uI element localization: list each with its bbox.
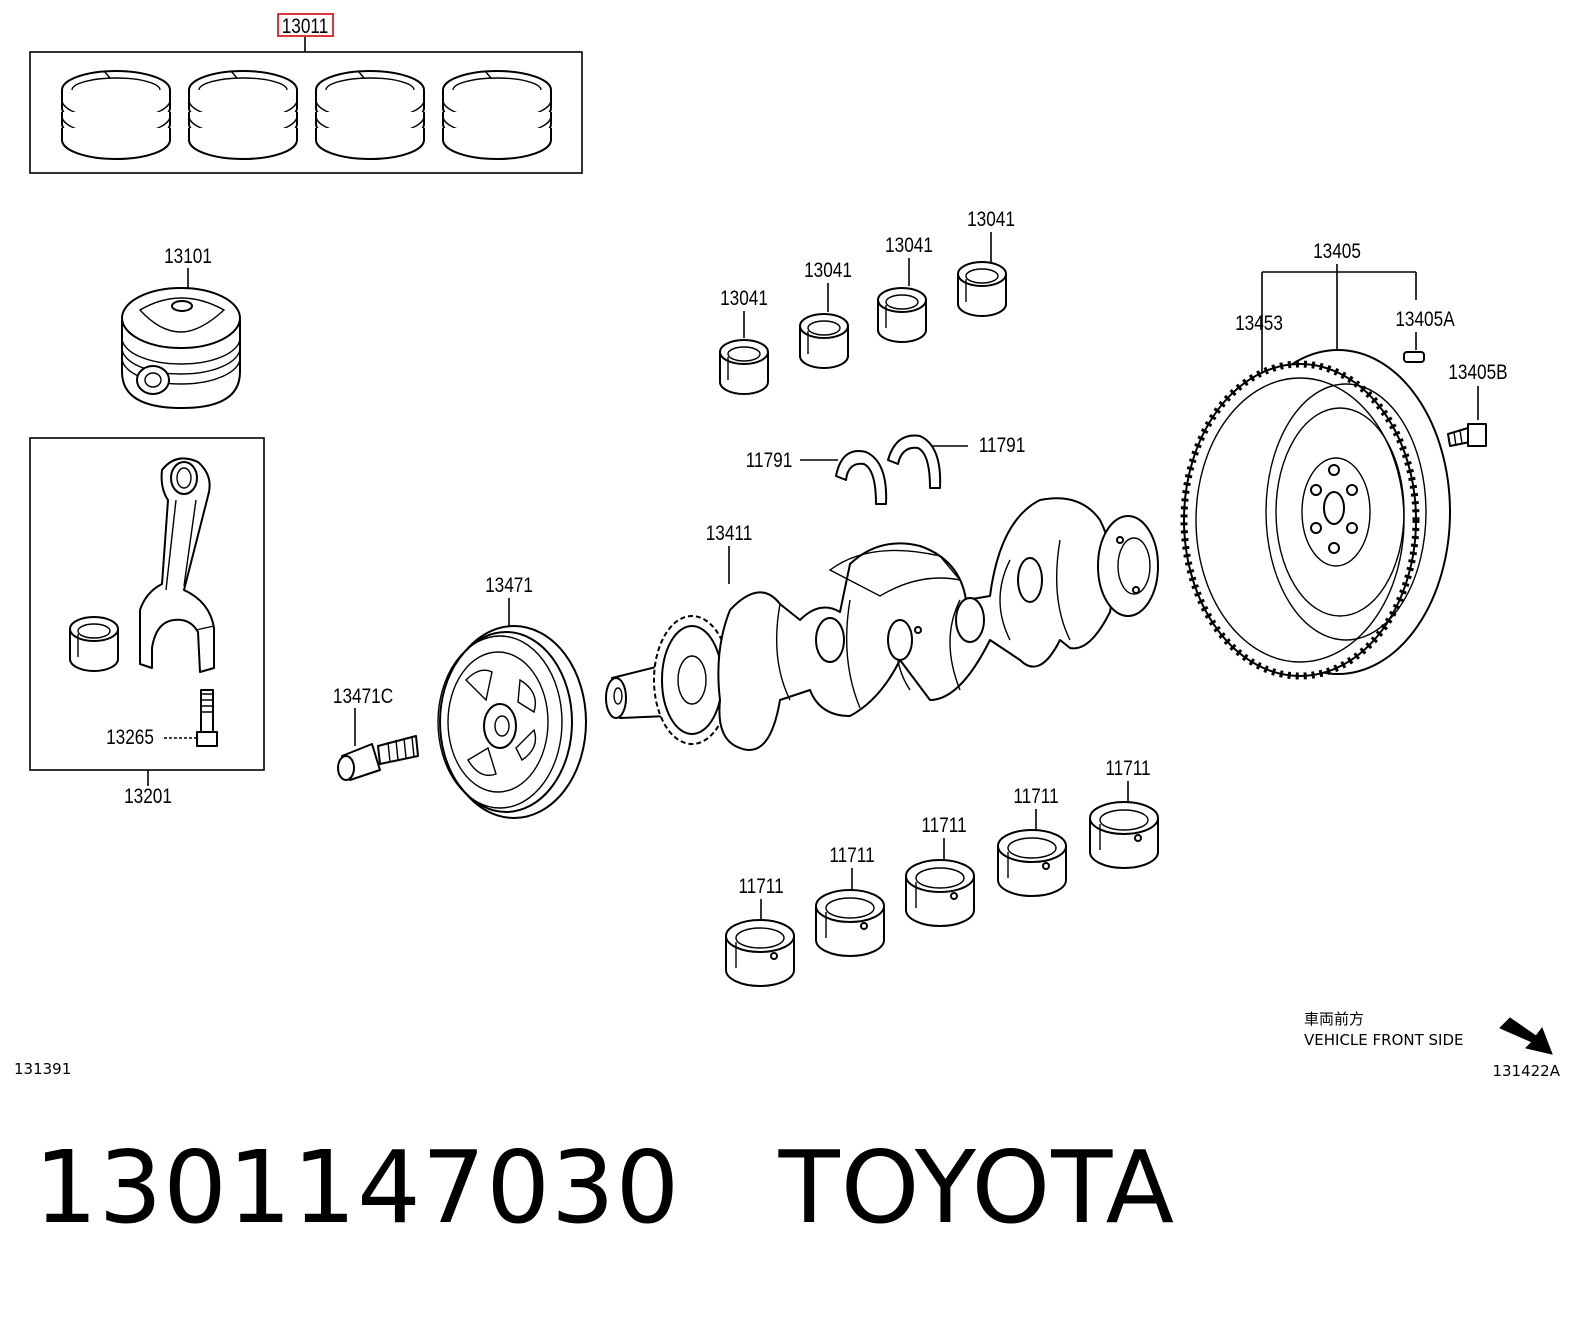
main-bearing-lower bbox=[905, 859, 975, 927]
main-bearing-lower bbox=[725, 919, 795, 987]
piston-ring-stack bbox=[61, 70, 171, 160]
crankshaft-group[interactable]: 13411 bbox=[605, 497, 1159, 751]
front-side-label-en: VEHICLE FRONT SIDE bbox=[1304, 1031, 1464, 1049]
piston-group[interactable]: 13101 bbox=[121, 246, 241, 409]
flywheel-group[interactable]: 13405 13453 13405A 13405B bbox=[1180, 241, 1508, 680]
callout-13011[interactable]: 13011 bbox=[282, 16, 329, 39]
main-bearing-lower bbox=[815, 889, 885, 957]
callout-11711[interactable]: 11711 bbox=[1013, 786, 1058, 809]
pulley-bolt bbox=[337, 735, 419, 781]
upper-bearings-group[interactable]: 13041 13041 13041 13041 bbox=[719, 209, 1015, 395]
callout-13101[interactable]: 13101 bbox=[164, 246, 212, 269]
brand-name: TOYOTA bbox=[778, 1129, 1175, 1246]
piston-ring-set-box bbox=[29, 51, 583, 174]
connecting-rod-box bbox=[29, 437, 265, 771]
footer-part-info: 1301147030 TOYOTA bbox=[34, 1138, 1175, 1238]
connecting-rod-group[interactable]: 13265 13201 bbox=[29, 437, 265, 809]
thrust-washer bbox=[887, 434, 942, 489]
piston-ring-stack bbox=[315, 70, 425, 160]
part-number: 1301147030 bbox=[34, 1129, 681, 1246]
callout-11711[interactable]: 11711 bbox=[1105, 758, 1150, 781]
callout-13411[interactable]: 13411 bbox=[706, 523, 753, 546]
callout-13405[interactable]: 13405 bbox=[1313, 241, 1361, 264]
crankshaft bbox=[605, 497, 1159, 751]
pulley-group[interactable]: 13471 13471C bbox=[333, 575, 587, 819]
callout-13453[interactable]: 13453 bbox=[1235, 313, 1283, 336]
thrust-washer bbox=[835, 450, 888, 505]
main-bearing-upper bbox=[719, 339, 769, 395]
callout-11791-left[interactable]: 11791 bbox=[746, 450, 793, 473]
callout-13405B[interactable]: 13405B bbox=[1448, 362, 1507, 385]
callout-11791-right[interactable]: 11791 bbox=[979, 435, 1026, 458]
flywheel-bolt bbox=[1447, 423, 1487, 447]
rod-bolt bbox=[196, 689, 218, 747]
piston bbox=[121, 287, 241, 409]
crank-pulley bbox=[437, 625, 587, 819]
piston-ring-stack bbox=[442, 70, 552, 160]
callout-11711[interactable]: 11711 bbox=[738, 876, 783, 899]
callout-13041[interactable]: 13041 bbox=[804, 260, 852, 283]
callout-13265[interactable]: 13265 bbox=[106, 727, 154, 750]
callout-13471C[interactable]: 13471C bbox=[333, 686, 393, 709]
selected-highlight-box bbox=[277, 13, 334, 37]
main-bearing-lower bbox=[1089, 801, 1159, 869]
thrust-washer-group[interactable]: 11791 11791 bbox=[746, 434, 1026, 505]
callout-13201[interactable]: 13201 bbox=[124, 786, 172, 809]
figure-code-left: 131391 bbox=[14, 1060, 71, 1078]
front-side-label-jp: 車両前方 bbox=[1304, 1010, 1364, 1028]
flywheel-pin bbox=[1403, 351, 1425, 363]
piston-ring-set-group[interactable]: 13011 bbox=[29, 13, 583, 174]
callout-13471[interactable]: 13471 bbox=[485, 575, 533, 598]
lower-bearings-group[interactable]: 11711 11711 11711 11711 11711 bbox=[725, 758, 1159, 987]
callout-13041[interactable]: 13041 bbox=[720, 288, 768, 311]
callout-13405A[interactable]: 13405A bbox=[1395, 309, 1455, 332]
main-bearing-lower bbox=[997, 829, 1067, 897]
piston-ring-stack bbox=[188, 70, 298, 160]
connecting-rod bbox=[139, 457, 215, 673]
front-arrow-icon bbox=[1499, 1017, 1553, 1055]
callout-11711[interactable]: 11711 bbox=[921, 815, 966, 838]
callout-11711[interactable]: 11711 bbox=[829, 845, 874, 868]
callout-13041[interactable]: 13041 bbox=[885, 235, 933, 258]
callout-13041[interactable]: 13041 bbox=[967, 209, 1015, 232]
rod-bearing-shell bbox=[69, 616, 119, 672]
figure-code-right: 131422A bbox=[1492, 1062, 1560, 1080]
vehicle-front-indicator: 車両前方 VEHICLE FRONT SIDE bbox=[1304, 1010, 1553, 1055]
main-bearing-upper bbox=[799, 313, 849, 369]
flywheel bbox=[1180, 349, 1451, 680]
main-bearing-upper bbox=[957, 261, 1007, 317]
main-bearing-upper bbox=[877, 287, 927, 343]
